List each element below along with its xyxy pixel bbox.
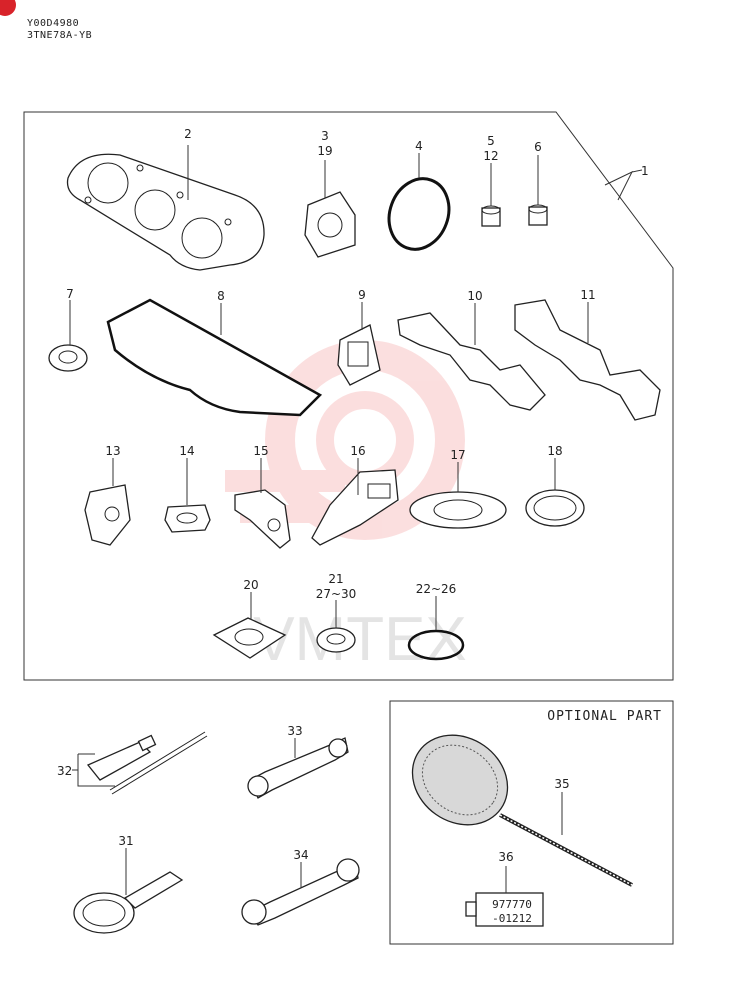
optional-part-title: OPTIONAL PART — [547, 709, 662, 724]
part-2-head-gasket — [66, 153, 265, 271]
part-33-wrench — [247, 737, 349, 799]
tube-text-line2: -01212 — [492, 912, 532, 925]
optional-part-box — [389, 700, 674, 945]
corner-badge — [0, 0, 16, 16]
callout-18: 18 — [547, 444, 562, 458]
gasket-kit-frame — [23, 111, 674, 681]
callout-16: 16 — [350, 444, 365, 458]
callout-22-26: 22~26 — [416, 582, 457, 596]
callout-31: 31 — [118, 834, 133, 848]
callout-15: 15 — [253, 444, 268, 458]
part-32-screwdriver-set — [86, 731, 208, 795]
part-9-gasket — [337, 324, 381, 386]
callout-32: 32 — [57, 764, 72, 778]
callout-36: 36 — [498, 850, 513, 864]
callout-8: 8 — [217, 289, 225, 303]
part-6-seal — [528, 204, 548, 226]
part-11-intake-gasket — [514, 299, 661, 421]
watermark-text: VMTEX — [253, 605, 467, 674]
callout-20: 20 — [243, 578, 258, 592]
tube-text-line1: 977770 — [492, 898, 532, 911]
callout-3: 3 — [321, 129, 329, 143]
part-36-sealant-tube: 977770 -01212 — [465, 892, 544, 927]
callout-13: 13 — [105, 444, 120, 458]
part-3-gasket — [304, 191, 356, 258]
callout-33: 33 — [287, 724, 302, 738]
part-13-gasket — [84, 484, 131, 546]
part-22-o-ring — [407, 629, 465, 661]
callout-4: 4 — [415, 139, 423, 153]
callout-35: 35 — [554, 777, 569, 791]
part-21-seal-ring — [316, 627, 356, 653]
part-7-seal-ring — [48, 344, 88, 372]
callout-10: 10 — [467, 289, 482, 303]
part-8-valve-cover-gasket — [106, 298, 323, 417]
part-5-seal — [481, 205, 501, 227]
part-14-gasket — [164, 504, 211, 533]
part-16-gasket — [311, 469, 399, 546]
part-18-ring — [525, 489, 585, 527]
part-10-exhaust-gasket — [397, 312, 546, 411]
part-35-cleaning-brush — [411, 734, 633, 887]
part-34-wrench — [241, 858, 360, 926]
part-17-gasket — [409, 491, 507, 529]
callout-2: 2 — [184, 127, 192, 141]
callout-34: 34 — [293, 848, 308, 862]
callout-6: 6 — [534, 140, 542, 154]
callout-5: 5 — [487, 134, 495, 148]
drawing-code: Y00D4980 — [27, 18, 80, 29]
callout-27-30: 27~30 — [316, 587, 357, 601]
callout-7: 7 — [66, 287, 74, 301]
callout-1: 1 — [641, 164, 649, 178]
callout-12: 12 — [483, 149, 498, 163]
callout-11: 11 — [580, 288, 595, 302]
part-31-spanner — [73, 871, 184, 934]
part-20-gasket — [212, 617, 287, 659]
part-15-gasket — [234, 489, 291, 549]
part-4-o-ring — [387, 177, 451, 251]
engine-model: 3TNE78A-YB — [27, 30, 93, 41]
callout-19: 19 — [317, 144, 332, 158]
callout-17: 17 — [450, 448, 465, 462]
callout-14: 14 — [179, 444, 194, 458]
callout-21: 21 — [328, 572, 343, 586]
callout-9: 9 — [358, 288, 366, 302]
